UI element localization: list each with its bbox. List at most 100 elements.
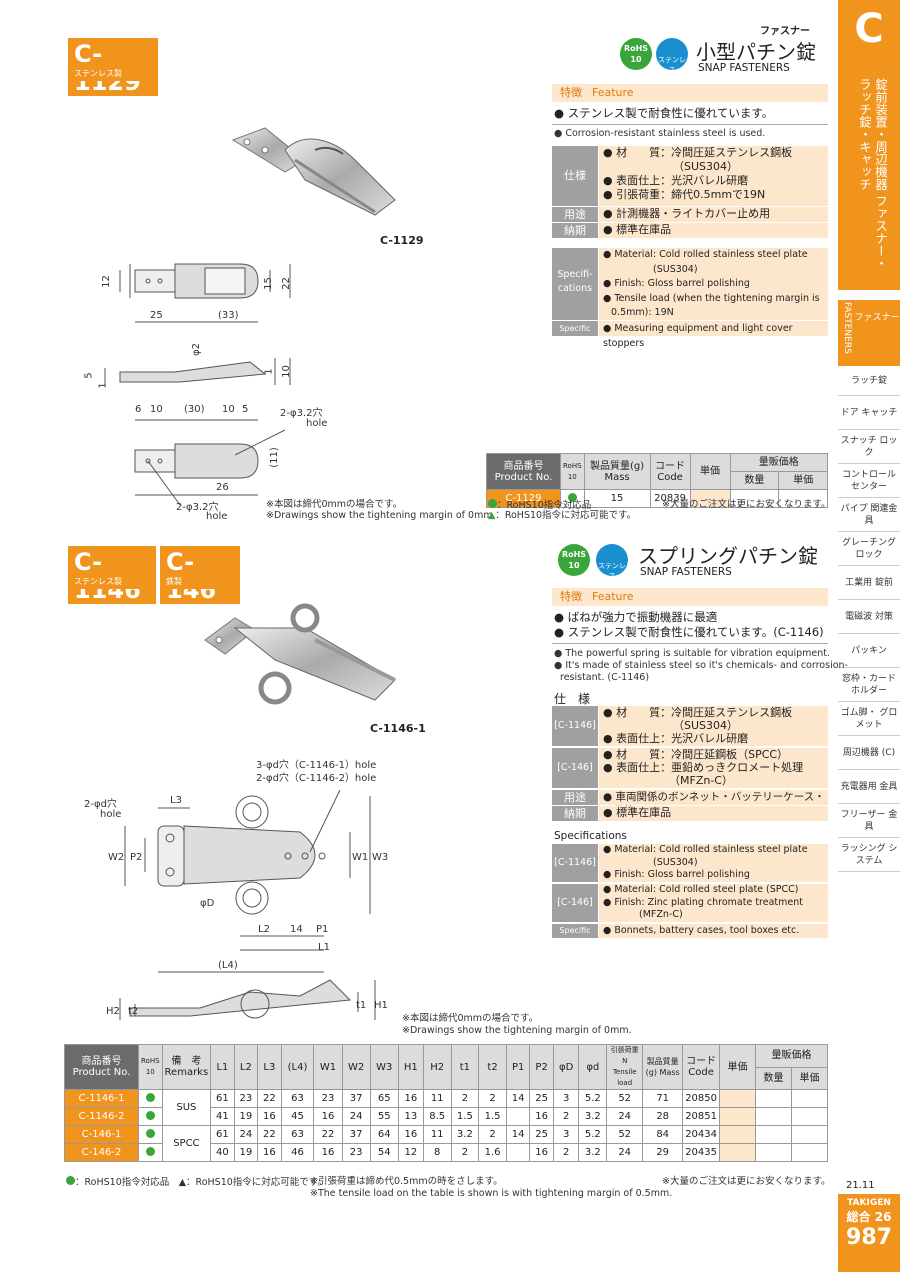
- product-title-en: SNAP FASTENERS: [698, 62, 790, 74]
- legend-c1146-text: ：RoHS10指令対応品 ▲：RoHS10指令に対応可能です。: [75, 1177, 327, 1188]
- cell-unit-price: [719, 1107, 756, 1126]
- fasteners-current: ファスナー: [854, 313, 900, 323]
- delivery-value-text: 標準在庫品: [616, 223, 672, 236]
- dim-L4: (L4): [218, 960, 238, 971]
- dim-15: 15: [262, 277, 274, 290]
- th-phid: φd: [578, 1044, 608, 1090]
- use-label-text: 用途: [564, 208, 586, 221]
- cell-value: 16: [529, 1107, 554, 1126]
- cell-value: 16: [397, 1089, 424, 1108]
- side-nav-item[interactable]: スナッチ ロック: [838, 430, 900, 464]
- th-unit-price: 単価: [719, 1044, 756, 1090]
- delivery-value-2: ● 標準在庫品: [599, 806, 828, 821]
- side-nav-item[interactable]: 充電器用 金具: [838, 770, 900, 804]
- th-L4: (L4): [280, 1044, 315, 1090]
- cell-value: 37: [341, 1089, 371, 1108]
- dim-hole-left-2: 2-φd穴: [84, 799, 117, 810]
- th-W2: W2: [341, 1044, 371, 1090]
- use-value-en-2: ● Bonnets, battery cases, tool boxes etc…: [599, 924, 828, 938]
- dim-L1: L1: [318, 942, 330, 953]
- dim-hole-left-2-en: hole: [100, 809, 122, 820]
- side-nav-item[interactable]: ラッシング システム: [838, 838, 900, 872]
- feature-bullet-en-2b: It's made of stainless steel so it's che…: [565, 660, 848, 671]
- cell-product-no: C-1146-2: [64, 1107, 139, 1126]
- use-value-en-2-text: Bonnets, battery cases, tool boxes etc.: [614, 925, 800, 936]
- fasteners-tab[interactable]: FASTENERS ファスナー: [838, 300, 900, 366]
- cell-value: 55: [369, 1107, 399, 1126]
- side-nav-item[interactable]: パッキン: [838, 634, 900, 668]
- cell-value: 16: [257, 1107, 282, 1126]
- dim-22: 22: [280, 277, 292, 290]
- th-L2: L2: [233, 1044, 259, 1090]
- cell-mass: 15: [583, 489, 651, 508]
- divider: [552, 124, 828, 125]
- cell-value: 16: [397, 1125, 424, 1144]
- side-nav-item[interactable]: ラッチ錠: [838, 366, 900, 396]
- product-material-c1129: ステンレス製: [68, 68, 158, 81]
- side-nav-item[interactable]: フリーザー 金具: [838, 804, 900, 838]
- side-nav-item[interactable]: コントロール センター: [838, 464, 900, 498]
- cell-value: 84: [642, 1125, 684, 1144]
- spec-a-en-material: Material: Cold rolled stainless steel pl…: [614, 844, 808, 855]
- th-W1: W1: [313, 1044, 343, 1090]
- legend-rohs-c1129: ：RoHS10指令対応品: [488, 499, 591, 512]
- dim-holes-1: 3-φd穴（C-1146-1）hole: [256, 760, 377, 771]
- cell-unit-price: [689, 489, 731, 508]
- side-nav-item[interactable]: 窓枠・カード ホルダー: [838, 668, 900, 702]
- note-en-c1146: ※Drawings show the tightening margin of …: [402, 1025, 632, 1036]
- feature-bullets-jp-2: ● ばねが強力で振動機器に最適 ● ステンレス製で耐食性に優れています。(C-1…: [554, 610, 824, 639]
- cell-value: 71: [642, 1089, 684, 1108]
- feature-bullet-en-2c: resistant. (C-1146): [560, 672, 650, 683]
- side-nav-item[interactable]: ドア キャッチ: [838, 396, 900, 430]
- th-bulk: 量販価格: [729, 453, 829, 472]
- cell-value: 61: [210, 1125, 235, 1144]
- spec-a-label: [C-1146]: [552, 706, 598, 746]
- spec-b-en-finish: Finish: Zinc plating chromate treatment: [614, 896, 803, 908]
- feature-bullet-en-2a: The powerful spring is suitable for vibr…: [565, 648, 831, 659]
- side-nav-item[interactable]: ゴム脚・ グロメット: [838, 702, 900, 736]
- side-nav-item[interactable]: 電磁波 対策: [838, 600, 900, 634]
- cell-qty: [755, 1107, 792, 1126]
- dim-W2: W2: [108, 852, 125, 863]
- product-title-en-2: SNAP FASTENERS: [640, 566, 732, 578]
- cell-value: 45: [280, 1107, 315, 1126]
- cell-value: 24: [233, 1125, 259, 1144]
- spec-heading-jp-2: 仕 様: [554, 692, 591, 706]
- feature-en: Feature: [592, 86, 634, 99]
- side-nav-item[interactable]: 周辺機器 (C): [838, 736, 900, 770]
- stainless-badge-2: ステンレス: [596, 544, 628, 580]
- spec-jp-finish: 表面仕上：光沢バレル研磨: [616, 174, 749, 187]
- side-nav-item[interactable]: 工業用 錠前: [838, 566, 900, 600]
- note-en-c1129: ※Drawings show the tightening margin of …: [266, 510, 496, 521]
- dim-5: 5: [83, 372, 95, 379]
- feature-bullets-en-2: ● The powerful spring is suitable for vi…: [554, 648, 848, 683]
- footer-date: 21.11: [846, 1180, 875, 1191]
- th-H2: H2: [422, 1044, 452, 1090]
- cell-value: 22: [257, 1125, 282, 1144]
- side-nav-item[interactable]: パイプ 関連金具: [838, 498, 900, 532]
- product-photo-c1146: [204, 603, 396, 705]
- section-side-title: 錠前装置・周辺機器 ファスナー・ラッチ錠・キャッチ: [857, 78, 888, 270]
- cell-code: 20839: [649, 489, 691, 508]
- fasteners-label: FASTENERS: [842, 302, 852, 354]
- feature-bullet-jp-text: ステンレス製で耐食性に優れています。: [567, 106, 774, 120]
- spec-values-jp: ● 材 質：冷間圧延ステンレス鋼板 （SUS304） ● 表面仕上：光沢バレル研…: [599, 146, 828, 206]
- cell-value: 2: [552, 1107, 580, 1126]
- spec-b-finish: 表面仕上：亜鉛めっきクロメート処理: [616, 761, 804, 774]
- th-L3: L3: [257, 1044, 282, 1090]
- cell-value: 25: [529, 1089, 554, 1108]
- cell-value: 16: [529, 1143, 554, 1162]
- cell-bulk-price: [791, 1125, 828, 1144]
- side-nav-item[interactable]: グレーチング ロック: [838, 532, 900, 566]
- dim-t1: t1: [356, 1000, 367, 1011]
- spec-b-values-en: ● Material: Cold rolled steel plate (SPC…: [599, 884, 828, 922]
- th-P2: P2: [529, 1044, 554, 1090]
- dim-1a: 1: [97, 382, 109, 389]
- rohs-dot-icon: [488, 499, 497, 508]
- dim-H1: H1: [374, 1000, 388, 1011]
- cell-value: 14: [505, 1125, 531, 1144]
- spec-a-values: ● 材 質：冷間圧延ステンレス鋼板 （SUS304） ● 表面仕上：光沢バレル研…: [599, 706, 828, 746]
- dim-hole-left: 2-φ3.2穴: [176, 502, 219, 513]
